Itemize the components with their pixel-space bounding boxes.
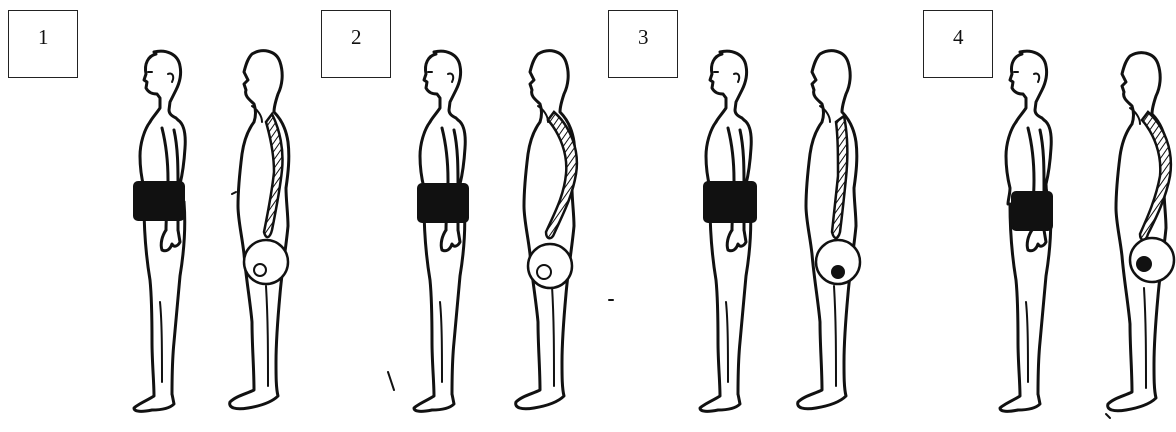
pelvis	[528, 244, 572, 288]
figure-front-2	[414, 51, 468, 411]
panel-number-3: 3	[638, 25, 649, 50]
panel-label-3: 3	[608, 10, 678, 78]
panel-number-4: 4	[953, 25, 964, 50]
panel-number-2: 2	[351, 25, 362, 50]
panel-number-1: 1	[38, 25, 49, 50]
figure-front-4	[1000, 51, 1052, 411]
panel-label-4: 4	[923, 10, 993, 78]
scan-marks	[232, 192, 1110, 418]
trunks	[1012, 192, 1052, 230]
hip-joint	[1136, 256, 1152, 272]
hip-joint	[831, 265, 845, 279]
figure-spine-4	[1108, 53, 1174, 411]
figure-spine-1	[230, 51, 289, 409]
pelvis	[1130, 238, 1174, 282]
hip-joint	[254, 264, 266, 276]
spine	[264, 114, 283, 237]
figure-front-1	[134, 51, 185, 411]
figure-spine-3	[798, 51, 860, 409]
trunks	[704, 182, 756, 222]
hip-joint	[537, 265, 551, 279]
panel-1	[134, 51, 289, 412]
panel-label-2: 2	[321, 10, 391, 78]
spine	[832, 116, 847, 238]
figure-spine-2	[516, 51, 577, 409]
pelvis	[244, 240, 288, 284]
panel-4	[1000, 51, 1174, 411]
trunks	[418, 184, 468, 222]
trunks	[134, 182, 184, 220]
panel-2	[414, 51, 577, 412]
panel-label-1: 1	[8, 10, 78, 78]
panel-3	[700, 51, 860, 412]
figure-front-3	[700, 51, 756, 411]
